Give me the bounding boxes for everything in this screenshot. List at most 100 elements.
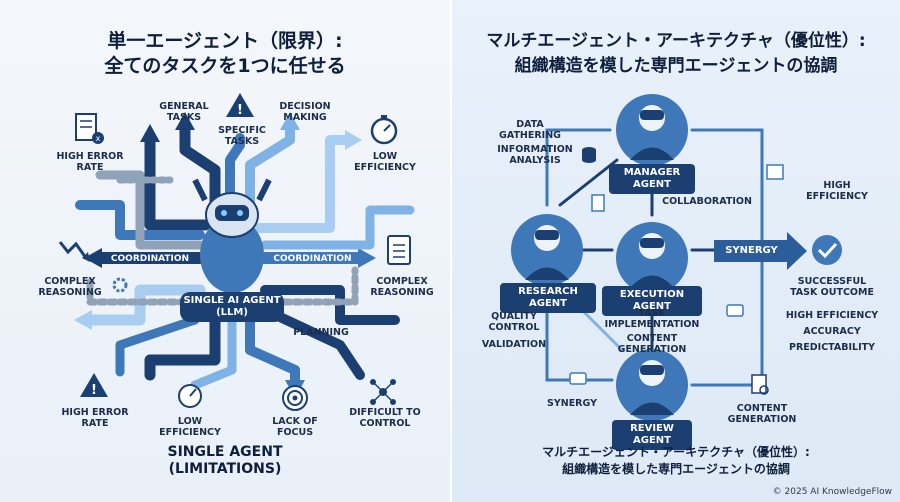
arrowhead-complex-left bbox=[74, 310, 92, 330]
left-title-line1: 単一エージェント（限界）: bbox=[107, 30, 343, 52]
label-content-generation-mid: CONTENT GENERATION bbox=[617, 333, 687, 355]
panel-divider bbox=[450, 0, 452, 502]
label-content-generation-bottom: CONTENT GENERATION bbox=[727, 403, 797, 425]
arrow-decision bbox=[245, 123, 295, 217]
link-manager-synergy bbox=[690, 128, 764, 242]
arrow-low-eff-bottom bbox=[115, 315, 200, 377]
arrow-high-error-bottom bbox=[144, 314, 221, 381]
label-decision-making: DECISION MAKING bbox=[279, 101, 331, 123]
label-information-analysis: INFORMATION ANALYSIS bbox=[497, 144, 573, 166]
arrow-efficiency-bottom bbox=[190, 315, 237, 390]
check-circle-icon bbox=[812, 235, 842, 265]
label-high-efficiency: HIGH EFFICIENCY bbox=[785, 310, 879, 321]
chat-icon-bottom bbox=[569, 372, 587, 385]
execution-agent-node bbox=[616, 222, 688, 294]
arrowhead-coordination-right bbox=[358, 248, 376, 268]
label-low-efficiency-top: LOW EFFICIENCY bbox=[354, 151, 416, 173]
label-data-gathering: DATA GATHERING bbox=[499, 119, 561, 141]
checklist-icon bbox=[387, 235, 411, 265]
arrow-dashed-left bbox=[86, 276, 199, 306]
link-manager-research bbox=[545, 128, 612, 207]
confused-robot bbox=[192, 178, 272, 293]
database-icon bbox=[582, 147, 596, 163]
review-agent-node bbox=[616, 349, 688, 421]
synergy-arrow bbox=[714, 232, 807, 270]
label-quality-control: QUALITY CONTROL bbox=[488, 311, 540, 333]
right-title-line2: 組織構造を模した専門エージェントの協調 bbox=[514, 56, 838, 76]
label-predictability: PREDICTABILITY bbox=[789, 342, 875, 353]
coordination-left-label: COORDINATION bbox=[110, 254, 190, 264]
arrow-high-error-top bbox=[144, 134, 211, 231]
svg-text:!: ! bbox=[91, 383, 97, 398]
arrowhead-general bbox=[175, 112, 195, 130]
document-icon bbox=[591, 194, 605, 212]
label-lack-of-focus: LACK OF FOCUS bbox=[272, 416, 318, 438]
label-difficult-to-control: DIFFICULT TO CONTROL bbox=[349, 407, 421, 429]
research-agent-label: RESEARCH AGENT bbox=[500, 283, 596, 313]
arrow-control bbox=[260, 305, 365, 380]
manager-agent-node bbox=[616, 94, 688, 166]
arrow-left-mid bbox=[75, 200, 205, 240]
arrowhead-coordination-left bbox=[84, 248, 102, 268]
label-high-error-bottom: HIGH ERROR RATE bbox=[61, 407, 129, 429]
link-research-manager bbox=[558, 158, 619, 207]
copyright-footer: © 2025 AI KnowledgeFlow bbox=[772, 487, 892, 497]
link-research-review bbox=[545, 293, 614, 382]
arrow-general bbox=[179, 122, 221, 216]
label-complex-reasoning-right: COMPLEX REASONING bbox=[370, 276, 434, 298]
multi-agent-subtitle-line1: マルチエージェント・アーキテクチャ（優位性）: bbox=[542, 445, 810, 459]
label-planning: PLANNING bbox=[293, 327, 349, 338]
svg-text:!: ! bbox=[237, 103, 243, 118]
label-specific-tasks: SPECIFIC TASKS bbox=[218, 125, 266, 147]
execution-agent-label: EXECUTION AGENT bbox=[602, 286, 702, 316]
label-collaboration: COLLABORATION bbox=[662, 196, 752, 207]
single-agent-subtitle-line1: SINGLE AGENT bbox=[167, 444, 283, 460]
arrow-right-upper bbox=[260, 205, 415, 250]
right-title-line1: マルチエージェント・アーキテクチャ（優位性）: bbox=[486, 31, 866, 51]
label-validation: VALIDATION bbox=[481, 339, 547, 350]
warning-icon-bottom: ! bbox=[80, 373, 108, 398]
label-high-efficiency-top: HIGH EFFICIENCY bbox=[806, 180, 868, 202]
single-ai-agent-box: SINGLE AI AGENT (LLM) bbox=[180, 292, 284, 322]
manager-agent-label: MANAGER AGENT bbox=[609, 164, 695, 194]
label-general-tasks: GENERAL TASKS bbox=[159, 101, 209, 123]
multi-agent-diagram bbox=[511, 94, 842, 421]
research-agent-node bbox=[511, 214, 583, 286]
label-accuracy: ACCURACY bbox=[803, 326, 861, 337]
label-complex-reasoning-left: COMPLEX REASONING bbox=[38, 276, 102, 298]
chat-icon bbox=[726, 304, 744, 317]
arrow-dashed-right bbox=[261, 266, 359, 306]
document-error-icon: x bbox=[75, 113, 104, 144]
label-high-error-top: HIGH ERROR RATE bbox=[56, 151, 124, 173]
svg-text:x: x bbox=[96, 134, 101, 143]
arrow-specific bbox=[225, 133, 245, 213]
gauge-icon bbox=[178, 384, 202, 408]
single-agent-panel: ! ! x bbox=[0, 0, 450, 502]
synergy-bar-label: SYNERGY bbox=[725, 245, 778, 256]
arrowhead-decision bbox=[280, 112, 300, 130]
search-doc-icon bbox=[751, 374, 769, 395]
stopwatch-icon bbox=[370, 115, 398, 145]
arrow-left-grey bbox=[95, 170, 205, 250]
warning-icon: ! bbox=[226, 93, 254, 118]
arrowhead-high-error-top bbox=[140, 124, 160, 142]
review-agent-label: REVIEW AGENT bbox=[612, 420, 692, 450]
left-title-line2: 全てのタスクを1つに任せる bbox=[104, 55, 346, 77]
arrow-low-efficiency bbox=[255, 135, 350, 233]
single-ai-agent-line1: SINGLE AI AGENT bbox=[183, 295, 281, 306]
chart-doc-icon bbox=[766, 164, 784, 180]
arrowhead-low-efficiency bbox=[345, 130, 362, 150]
label-synergy-bottom: SYNERGY bbox=[547, 398, 597, 409]
coordination-right-label: COORDINATION bbox=[273, 254, 352, 264]
multi-agent-panel: マルチエージェント・アーキテクチャ（優位性）: 組織構造を模した専門エージェント… bbox=[452, 0, 900, 502]
gear-icon bbox=[112, 277, 128, 293]
trend-down-icon bbox=[58, 241, 90, 262]
arrow-focus bbox=[245, 315, 300, 387]
label-successful-outcome: SUCCESSFUL TASK OUTCOME bbox=[790, 276, 874, 298]
single-ai-agent-line2: (LLM) bbox=[216, 307, 248, 318]
label-task-implementation: TASK IMPLEMENTATION bbox=[604, 308, 700, 330]
single-agent-subtitle-line2: (LIMITATIONS) bbox=[168, 461, 282, 477]
single-agent-arrows: ! ! x bbox=[58, 93, 415, 411]
multi-agent-subtitle-line2: 組織構造を模した専門エージェントの協調 bbox=[562, 462, 790, 476]
